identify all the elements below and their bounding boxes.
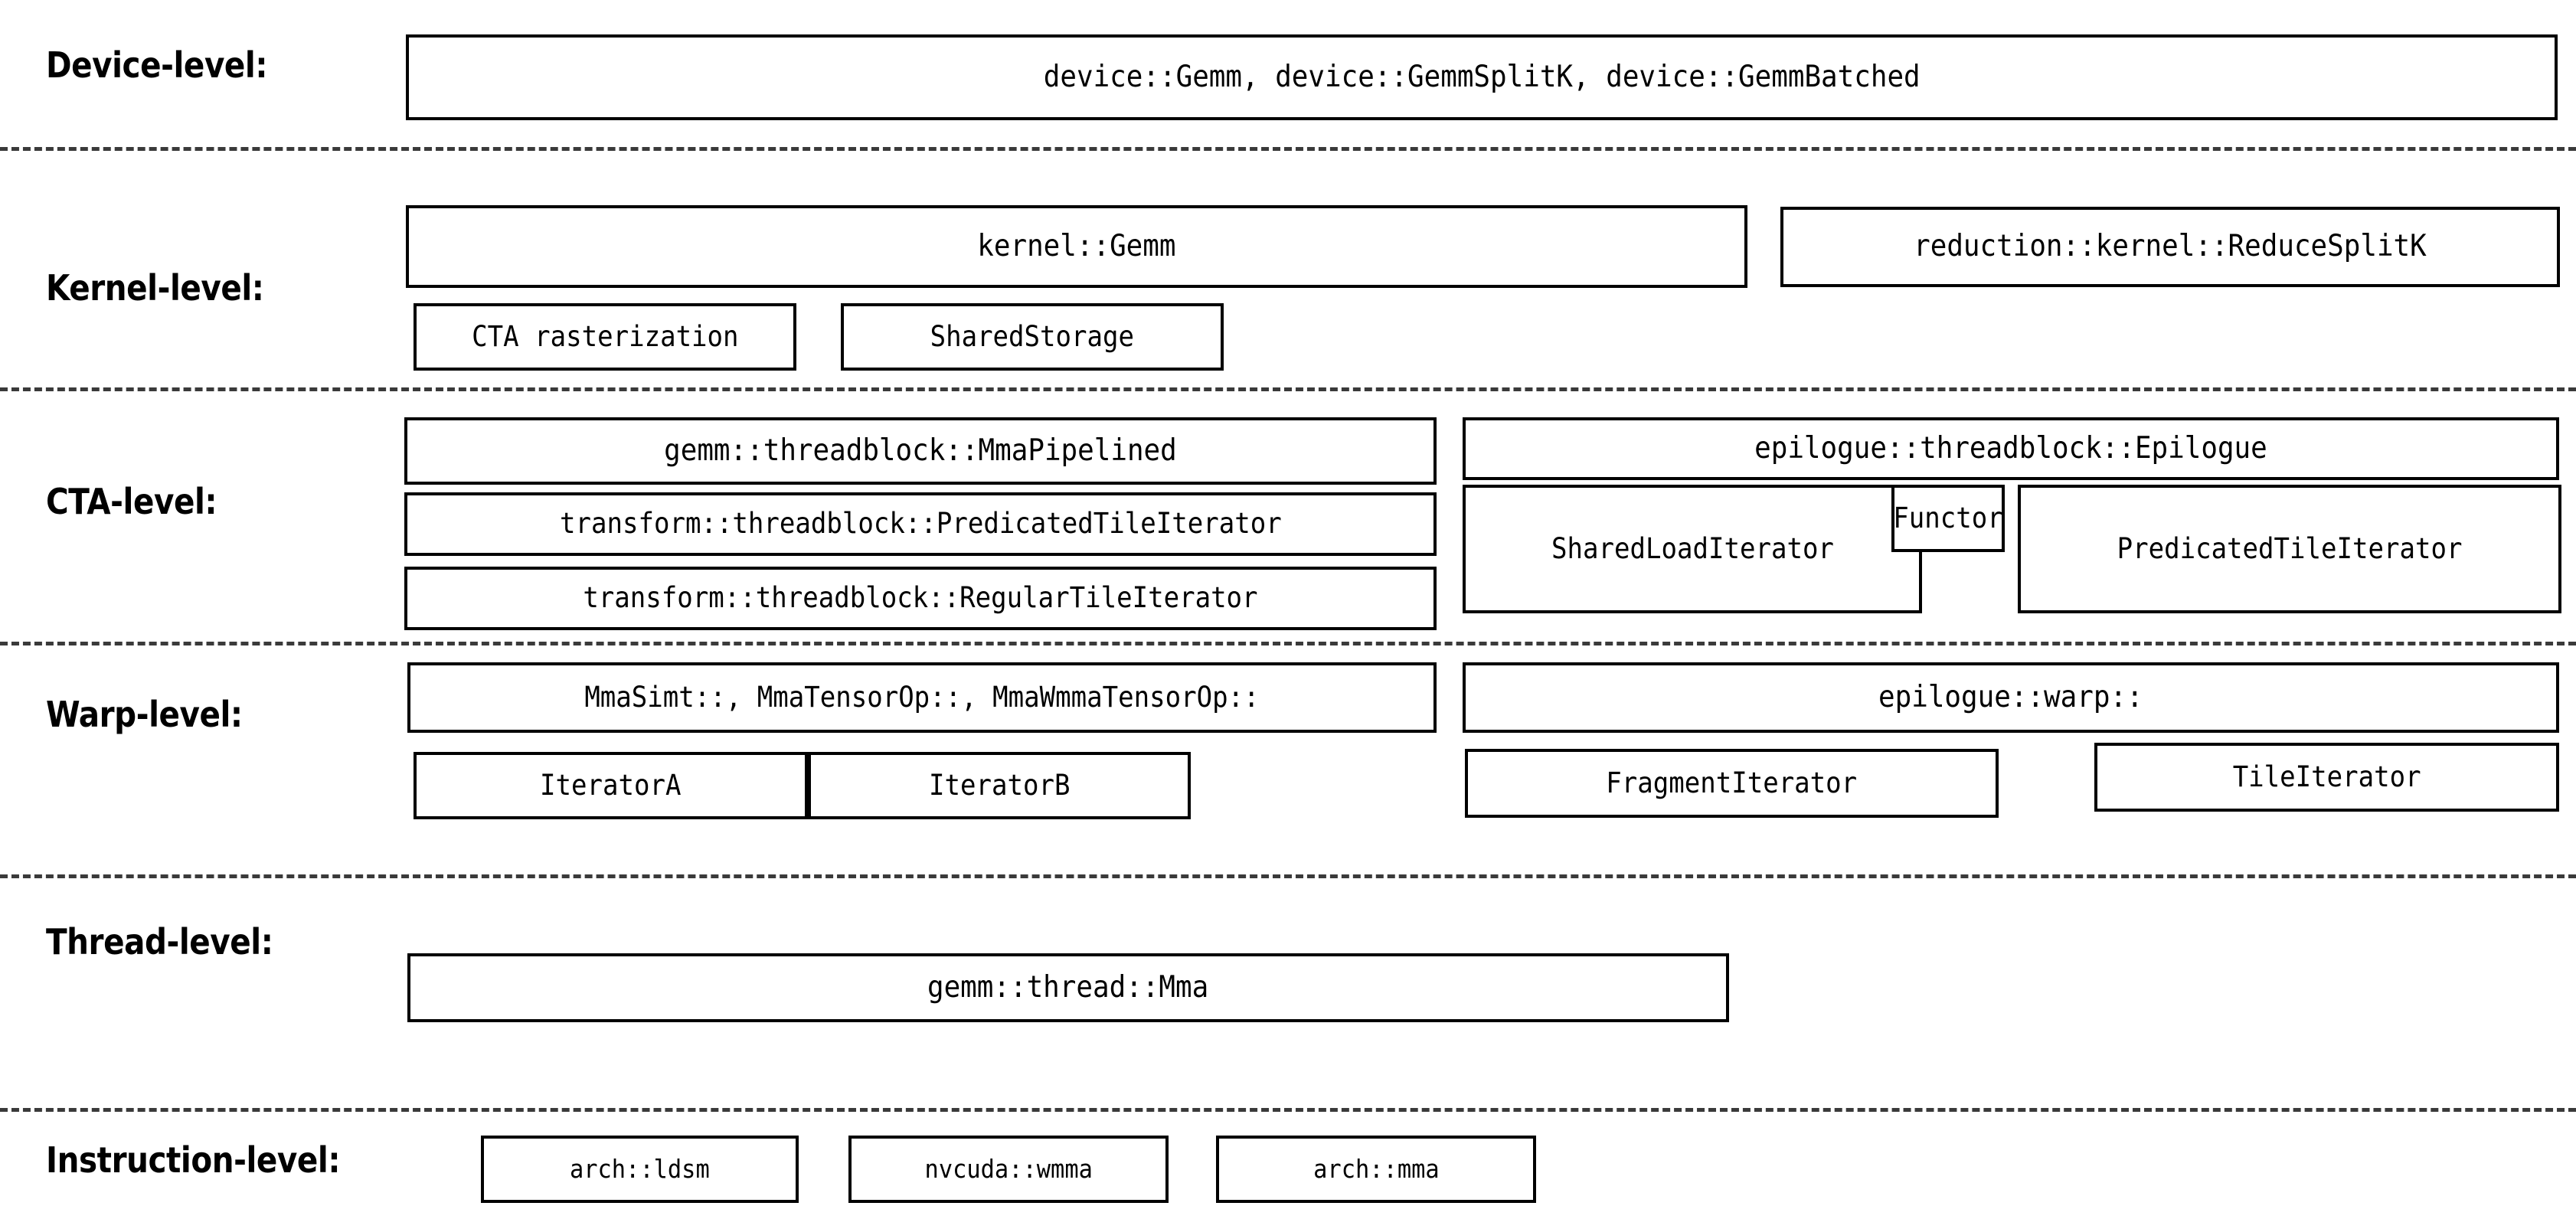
box-epilogue-threadblock-epilogue-text: epilogue::threadblock::Epilogue: [1754, 430, 2267, 466]
box-tile-iterator-text: TileIterator: [2232, 760, 2421, 793]
box-gemm-threadblock-mmapipelined[interactable]: gemm::threadblock::MmaPipelined: [404, 417, 1437, 485]
box-epilogue-threadblock-epilogue[interactable]: epilogue::threadblock::Epilogue: [1463, 417, 2559, 480]
box-reduction-kernel-reducesplitk-text: reduction::kernel::ReduceSplitK: [1914, 229, 2427, 264]
box-arch-mma-text: arch::mma: [1313, 1153, 1440, 1184]
box-kernel-gemm-text: kernel::Gemm: [977, 228, 1176, 263]
box-transform-threadblock-predicatedtileiterator-text: transform::threadblock::PredicatedTileIt…: [559, 507, 1282, 541]
box-transform-threadblock-regulartileiterator[interactable]: transform::threadblock::RegularTileItera…: [404, 567, 1437, 630]
box-fragment-iterator[interactable]: FragmentIterator: [1465, 749, 1999, 818]
box-arch-ldsm[interactable]: arch::ldsm: [481, 1136, 799, 1203]
box-nvcuda-wmma-text: nvcuda::wmma: [924, 1153, 1093, 1184]
box-epilogue-warp[interactable]: epilogue::warp::: [1463, 662, 2559, 733]
divider-thread-instruction: [0, 1108, 2576, 1112]
box-shared-load-iterator-text: SharedLoadIterator: [1551, 531, 1834, 565]
box-fragment-iterator-text: FragmentIterator: [1606, 766, 1858, 799]
box-gemm-threadblock-mmapipelined-text: gemm::threadblock::MmaPipelined: [664, 433, 1177, 468]
divider-cta-warp: [0, 642, 2576, 645]
box-shared-storage-text: SharedStorage: [930, 319, 1135, 353]
level-label-thread: Thread-level:: [46, 921, 273, 962]
box-reduction-kernel-reducesplitk[interactable]: reduction::kernel::ReduceSplitK: [1780, 207, 2560, 287]
box-iterator-a-text: IteratorA: [540, 768, 682, 802]
box-device-gemm-text: device::Gemm, device::GemmSplitK, device…: [1043, 59, 1921, 94]
divider-warp-thread: [0, 874, 2576, 878]
box-epilogue-warp-text: epilogue::warp::: [1878, 679, 2143, 714]
box-iterator-a[interactable]: IteratorA: [414, 752, 808, 819]
box-iterator-b-text: IteratorB: [928, 768, 1071, 802]
box-gemm-thread-mma-text: gemm::thread::Mma: [927, 969, 1209, 1005]
box-shared-load-iterator[interactable]: SharedLoadIterator: [1463, 485, 1922, 613]
box-tile-iterator[interactable]: TileIterator: [2094, 743, 2559, 812]
box-cta-rasterization[interactable]: CTA rasterization: [414, 303, 796, 371]
box-functor[interactable]: Functor: [1891, 485, 2005, 552]
divider-device-kernel: [0, 147, 2576, 151]
box-device-gemm[interactable]: device::Gemm, device::GemmSplitK, device…: [406, 34, 2558, 120]
box-cta-rasterization-text: CTA rasterization: [471, 319, 739, 353]
level-label-kernel: Kernel-level:: [46, 267, 264, 309]
level-label-warp: Warp-level:: [46, 694, 243, 735]
box-epilogue-predicatedtileiterator-text: PredicatedTileIterator: [2117, 531, 2463, 565]
box-transform-threadblock-regulartileiterator-text: transform::threadblock::RegularTileItera…: [583, 581, 1258, 615]
box-arch-ldsm-text: arch::ldsm: [570, 1153, 710, 1184]
box-functor-text: Functor: [1893, 501, 2003, 534]
box-kernel-gemm[interactable]: kernel::Gemm: [406, 205, 1747, 288]
level-label-instruction: Instruction-level:: [46, 1139, 341, 1181]
box-iterator-b[interactable]: IteratorB: [808, 752, 1191, 819]
box-warp-mma-ops[interactable]: MmaSimt::, MmaTensorOp::, MmaWmmaTensorO…: [407, 662, 1437, 733]
box-epilogue-predicatedtileiterator[interactable]: PredicatedTileIterator: [2018, 485, 2561, 613]
box-arch-mma[interactable]: arch::mma: [1216, 1136, 1536, 1203]
level-label-cta: CTA-level:: [46, 481, 217, 522]
level-label-device: Device-level:: [46, 44, 268, 86]
box-shared-storage[interactable]: SharedStorage: [841, 303, 1224, 371]
box-gemm-thread-mma[interactable]: gemm::thread::Mma: [407, 953, 1729, 1022]
box-warp-mma-ops-text: MmaSimt::, MmaTensorOp::, MmaWmmaTensorO…: [584, 680, 1260, 714]
divider-kernel-cta: [0, 387, 2576, 391]
box-nvcuda-wmma[interactable]: nvcuda::wmma: [848, 1136, 1169, 1203]
box-transform-threadblock-predicatedtileiterator[interactable]: transform::threadblock::PredicatedTileIt…: [404, 492, 1437, 556]
